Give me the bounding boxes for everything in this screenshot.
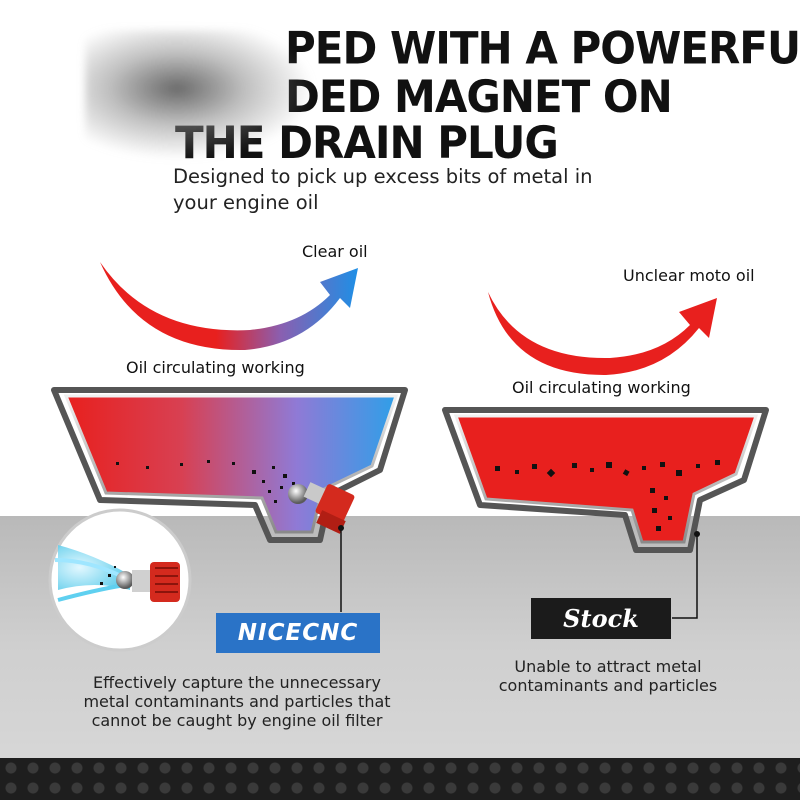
right-arrow-label: Unclear moto oil <box>623 266 755 285</box>
headline-line-1: PED WITH A POWERFUL <box>285 22 800 74</box>
particles-right <box>495 460 720 531</box>
left-flow-label: Oil circulating working <box>126 358 305 377</box>
curved-arrow-icon <box>100 262 358 351</box>
stock-badge: Stock <box>531 598 671 639</box>
particles-left <box>116 460 295 503</box>
headline-line-2: DED MAGNET ON <box>285 70 673 123</box>
background-textured-strip <box>0 758 800 800</box>
headline: PED WITH A POWERFUL DED MAGNET ON THE DR… <box>175 22 800 168</box>
blurred-obstruction <box>85 30 315 160</box>
callout-line <box>672 534 698 619</box>
magnified-detail-circle <box>48 508 192 652</box>
magnet-drain-plug-icon <box>288 482 355 534</box>
curved-arrow-icon <box>488 292 717 376</box>
right-flow-label: Oil circulating working <box>512 378 691 397</box>
oil-pan-icon <box>442 407 769 553</box>
left-arrow-label: Clear oil <box>302 242 368 261</box>
callout-dot <box>338 525 344 531</box>
callout-dot <box>694 531 700 537</box>
right-caption: Unable to attract metal contaminants and… <box>498 657 718 695</box>
left-caption: Effectively capture the unnecessary meta… <box>83 673 391 730</box>
nicecnc-badge: NICECNC <box>216 613 380 653</box>
subtitle: Designed to pick up excess bits of metal… <box>173 165 593 214</box>
